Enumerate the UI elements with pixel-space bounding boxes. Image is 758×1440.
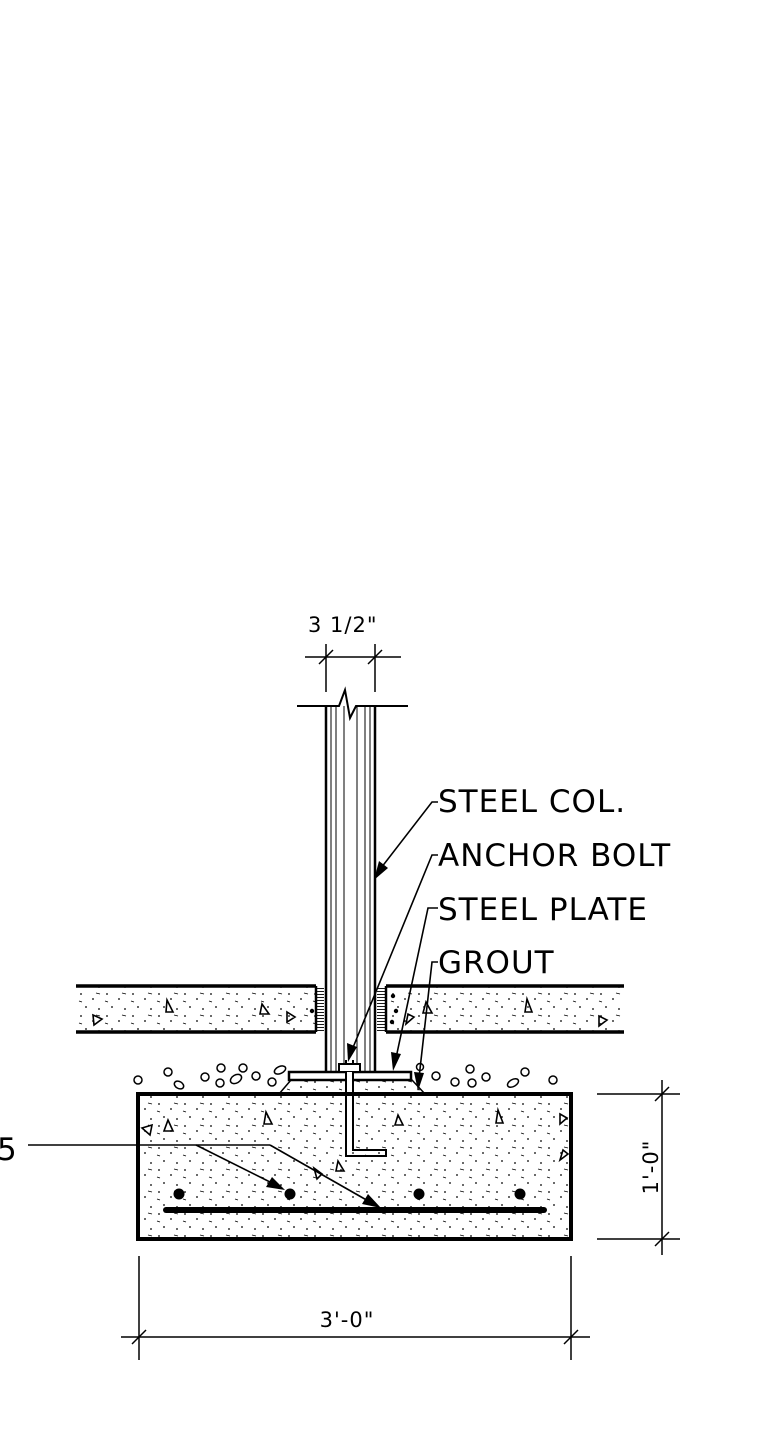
rebar-dot: [284, 1188, 296, 1200]
gravel-base: [133, 1062, 558, 1090]
rebar-dot: [173, 1188, 185, 1200]
concrete-footing: [136, 1092, 573, 1241]
footing-width-label: 3'-0": [320, 1308, 375, 1332]
footing-width-dimension: 3'-0": [121, 1256, 590, 1360]
rebar-dot: [413, 1188, 425, 1200]
steel-plate-callout: STEEL PLATE: [391, 892, 648, 1071]
rebar-label: 5: [0, 1132, 18, 1168]
anchor-bolt-callout: ANCHOR BOLT: [347, 838, 671, 1062]
footing-depth-label: 1'-0": [639, 1140, 663, 1195]
grout-callout: GROUT: [414, 945, 555, 1091]
column-width-label: 3 1/2": [308, 613, 378, 637]
steel-col-callout: STEEL COL.: [374, 784, 626, 880]
steel-plate-label: STEEL PLATE: [438, 892, 648, 928]
column-break-line: [297, 686, 408, 722]
column-width-dimension: 3 1/2": [305, 613, 401, 692]
grout-label: GROUT: [438, 945, 555, 981]
rebar-callout: 5: [0, 1132, 381, 1208]
steel-col-label: STEEL COL.: [438, 784, 626, 820]
rebar-dot: [514, 1188, 526, 1200]
floor-slab: [76, 984, 624, 1034]
steel-column: [324, 706, 377, 1072]
footing-depth-dimension: 1'-0": [597, 1080, 680, 1255]
anchor-bolt-label: ANCHOR BOLT: [438, 838, 671, 874]
